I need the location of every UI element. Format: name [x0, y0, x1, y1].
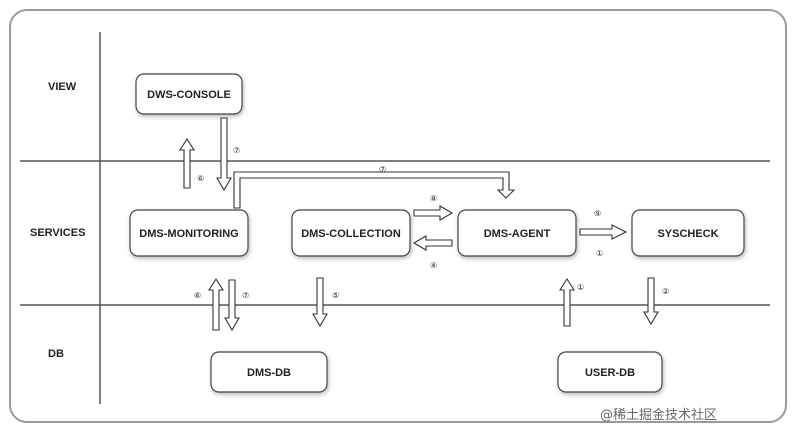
layer-label-view: VIEW — [48, 81, 77, 93]
box-label: DMS-AGENT — [484, 228, 551, 240]
layer-label-db: DB — [48, 348, 64, 360]
step-number: ⑦ — [379, 165, 386, 174]
arrow-collection-to-dmsdb — [312, 277, 328, 328]
step-number: ⑥ — [197, 174, 204, 183]
arrow-syscheck-to-userdb — [643, 277, 659, 326]
box-label: USER-DB — [585, 367, 635, 379]
watermark: @稀土掘金技术社区 — [600, 408, 718, 423]
step-number: ⑥ — [194, 291, 201, 300]
box-label: DWS-CONSOLE — [147, 89, 231, 101]
box-syscheck: SYSCHECK — [631, 209, 745, 257]
arrow-agent-to-syscheck — [579, 224, 628, 240]
box-label: DMS-COLLECTION — [301, 228, 401, 240]
layer-label-services: SERVICES — [30, 227, 85, 239]
arrow-monitoring-to-agent — [233, 171, 516, 209]
arrow-down-console-to-monitoring — [216, 117, 232, 192]
arrow-monitoring-to-dmsdb — [224, 279, 240, 332]
box-dms-agent: DMS-AGENT — [457, 209, 577, 257]
step-number: ⑦ — [233, 146, 240, 155]
box-label: SYSCHECK — [657, 228, 718, 240]
step-number: ① — [596, 249, 603, 258]
box-dws-console: DWS-CONSOLE — [135, 73, 243, 115]
box-dms-monitoring: DMS-MONITORING — [129, 209, 249, 257]
step-number: ② — [662, 287, 669, 296]
step-number: ④ — [430, 261, 437, 270]
box-dms-db: DMS-DB — [210, 351, 328, 393]
arrow-dmsdb-to-monitoring — [207, 277, 225, 331]
step-number: ① — [577, 283, 584, 292]
step-number: ⑨ — [594, 209, 601, 218]
arrow-up-monitoring-to-console — [178, 137, 196, 189]
step-number: ⑧ — [430, 194, 437, 203]
box-label: DMS-DB — [247, 367, 291, 379]
step-number: ⑦ — [242, 291, 249, 300]
step-number: ⑤ — [332, 291, 339, 300]
box-dms-collection: DMS-COLLECTION — [291, 209, 411, 257]
box-label: DMS-MONITORING — [139, 228, 238, 240]
arrow-userdb-to-agent — [558, 277, 576, 327]
arrow-agent-to-collection — [412, 235, 453, 251]
box-user-db: USER-DB — [557, 351, 663, 393]
arrow-collection-to-agent — [413, 205, 454, 221]
